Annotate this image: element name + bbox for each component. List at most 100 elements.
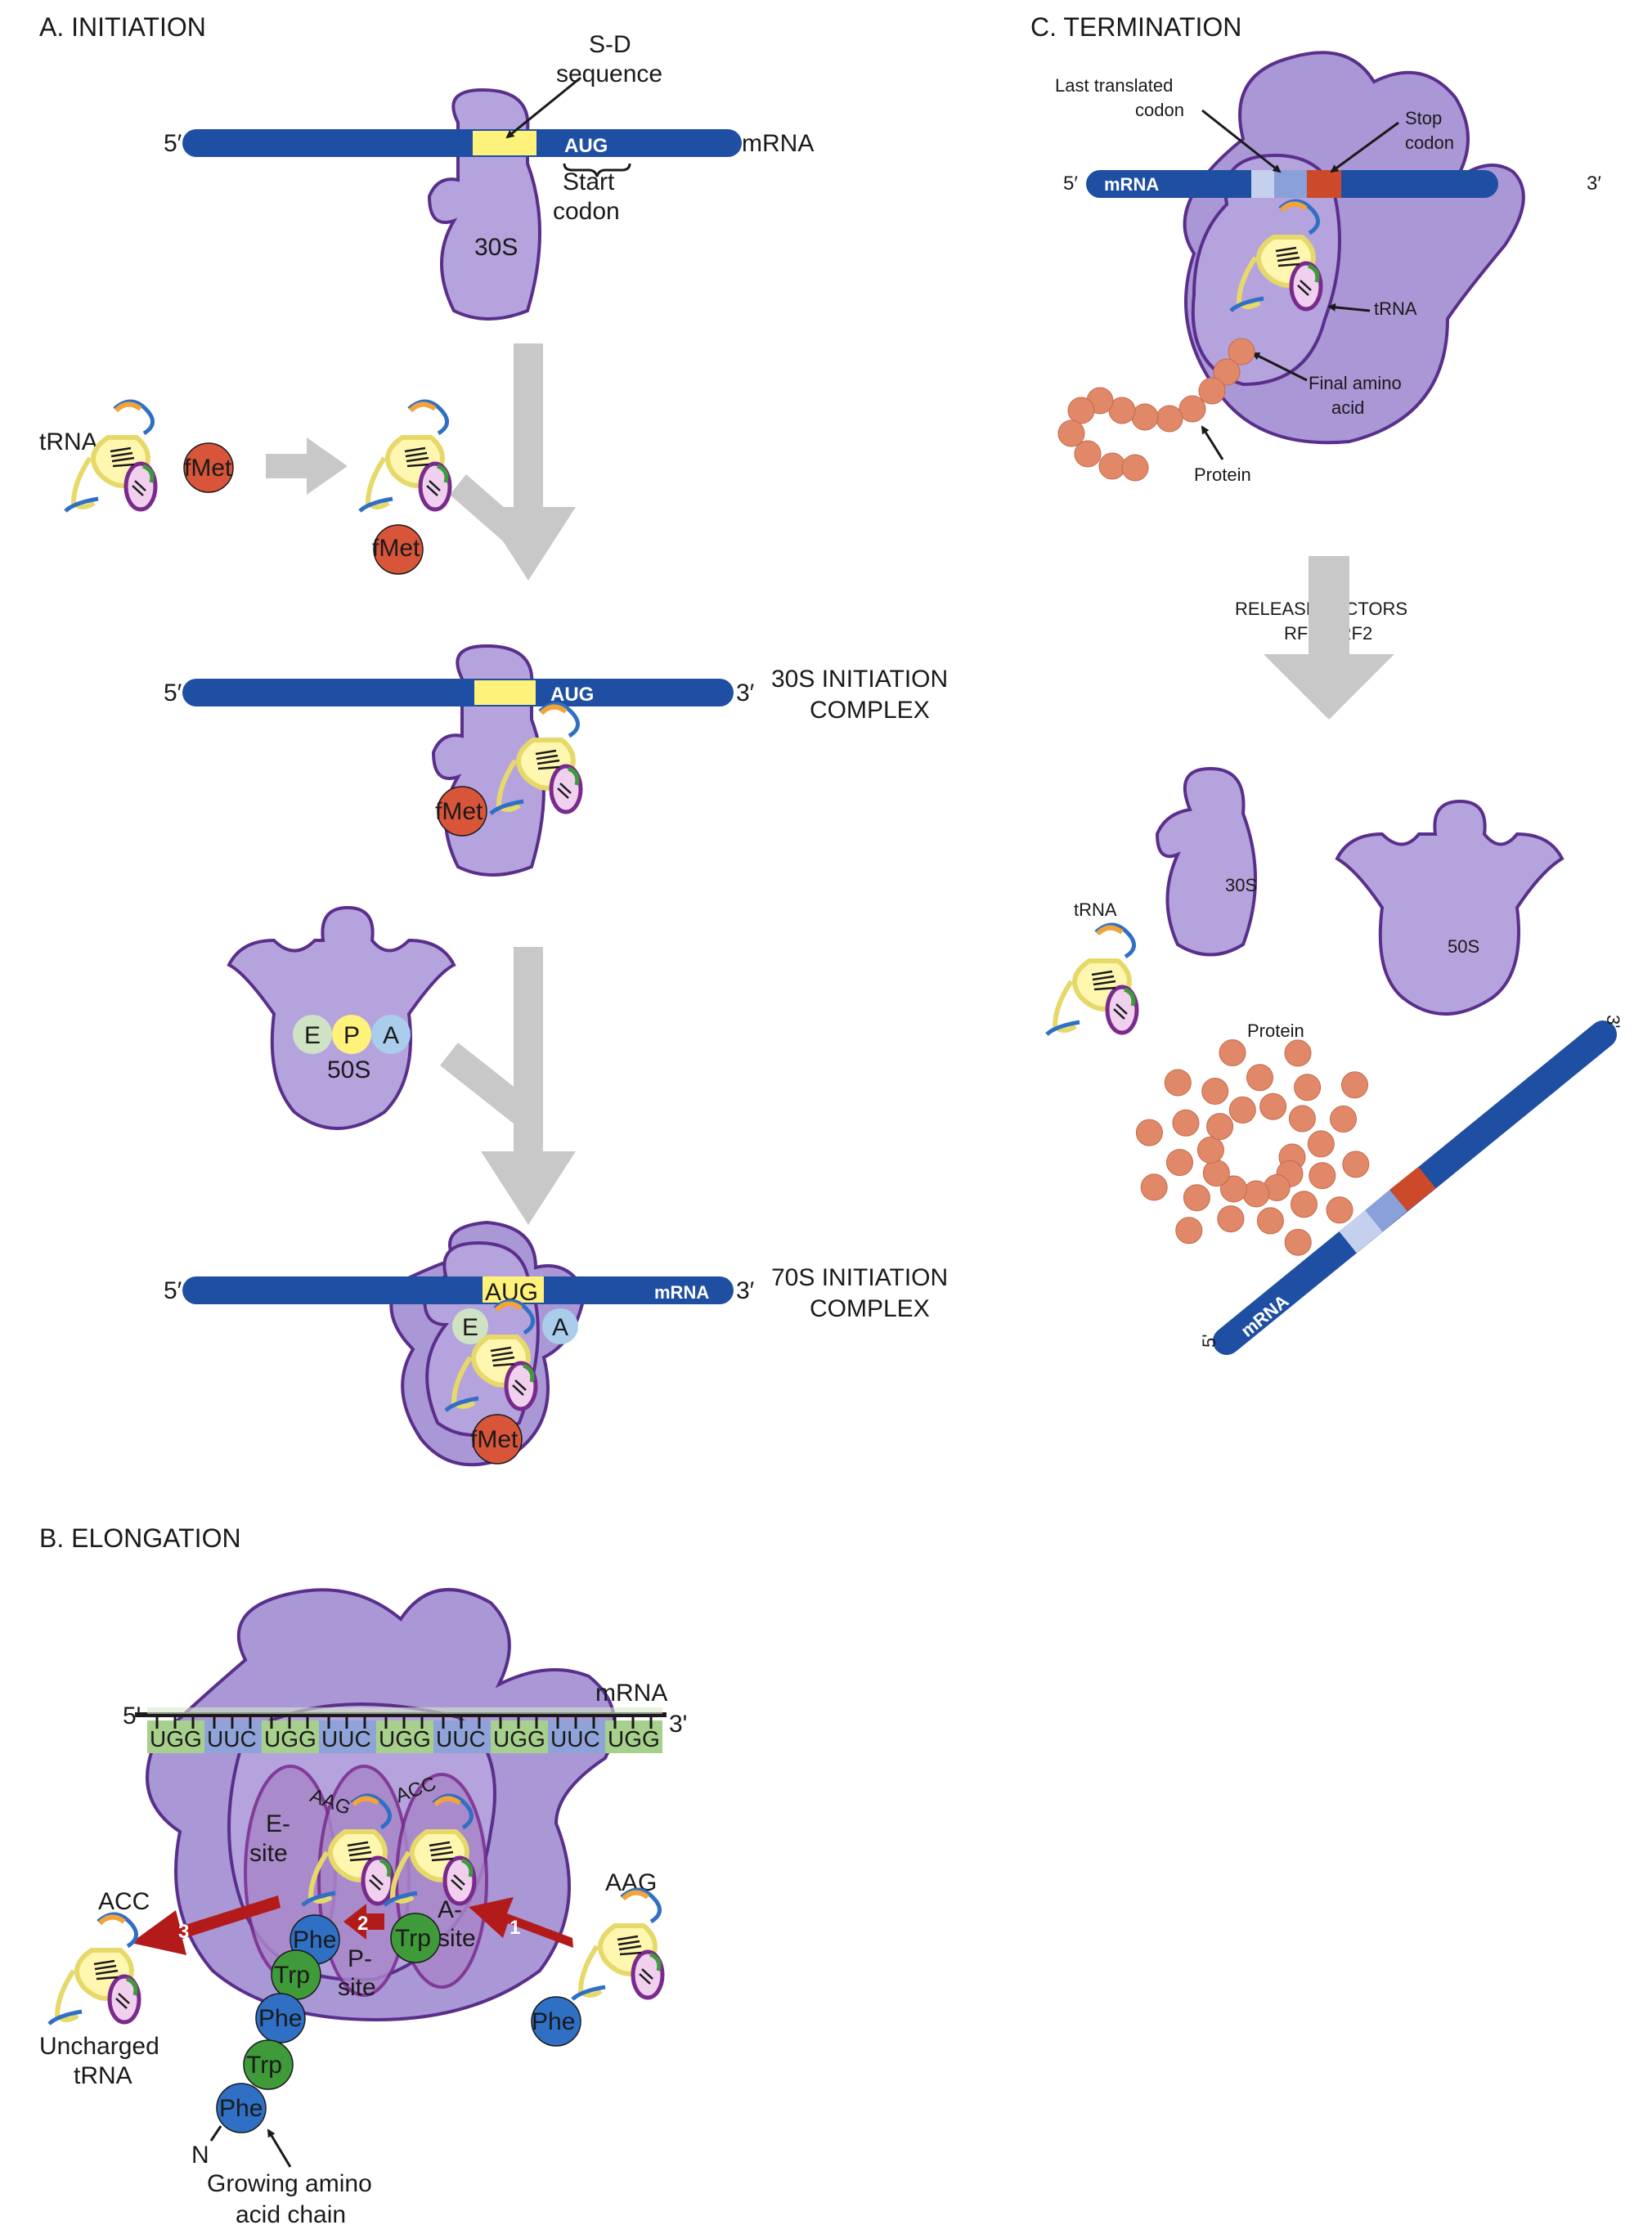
start-label-line2: codon	[553, 198, 620, 225]
stop-label-line2: codon	[1405, 132, 1454, 153]
five-prime-label: 5′	[164, 680, 182, 707]
protein-coil	[1135, 1039, 1370, 1256]
trna-cloverleaf-icon	[572, 1890, 662, 1999]
initiation-heading: A. INITIATION	[39, 12, 206, 42]
p-site-label-line2: site	[338, 1974, 376, 2001]
process-arrow-icon	[481, 343, 576, 581]
codon-rail	[147, 1707, 662, 1714]
protein-bead	[1342, 1151, 1370, 1178]
sd-pointer	[505, 76, 581, 139]
protein-bead	[1098, 452, 1126, 480]
protein-label: Protein	[1194, 464, 1251, 485]
mrna-label: mRNA	[742, 130, 814, 157]
protein-bead	[1242, 1180, 1270, 1208]
codon-text: UGG	[493, 1726, 545, 1752]
subunit-50s-label: 50S	[1448, 936, 1479, 957]
phe-residue	[216, 2083, 267, 2133]
protein-bead	[1166, 1149, 1193, 1177]
codon-text: UUC	[321, 1726, 371, 1752]
protein-bead	[1164, 1069, 1192, 1097]
free-trna-label: tRNA	[1074, 899, 1117, 920]
n-terminus-stub	[209, 2125, 222, 2142]
uncharged-label-line1: Uncharged	[39, 2033, 159, 2060]
protein-pointer	[1201, 425, 1224, 460]
protein-bead	[1294, 1074, 1322, 1101]
final-aa-pointer	[1251, 352, 1308, 382]
three-prime-label: 3'	[669, 1711, 687, 1738]
protein-bead	[1284, 1228, 1312, 1256]
free-three-prime: 3'	[1603, 1015, 1623, 1028]
chain-residue-label: Phe	[293, 1927, 336, 1954]
a-site-label-line2: site	[438, 1925, 476, 1952]
protein-bead	[1284, 1039, 1312, 1067]
trna-cloverleaf-icon	[65, 401, 155, 511]
mrna-label: mRNA	[1104, 174, 1159, 195]
last-codon-label-line2: codon	[1135, 100, 1184, 120]
protein-bead	[1220, 1175, 1247, 1203]
fmet-residue	[183, 442, 234, 493]
fmet-label-complex: fMet	[435, 798, 483, 825]
start-codon-brace	[563, 163, 631, 177]
protein-bead	[1330, 1106, 1357, 1133]
protein-bead	[1259, 1092, 1287, 1120]
initiation-section: A. INITIATION 5′ mRNA AUG S-D sequence S…	[39, 12, 948, 1467]
uncharged-label-line2: tRNA	[74, 2062, 132, 2089]
step2-arrow	[343, 1904, 384, 1940]
codon-text: UUC	[436, 1726, 486, 1752]
protein-bead	[1228, 1096, 1256, 1124]
protein-bead	[1307, 1130, 1335, 1158]
protein-bead	[1057, 419, 1085, 447]
three-prime-label: 3′	[736, 1277, 755, 1304]
codon-text: UUC	[550, 1726, 600, 1752]
fmet-label-70s: fMet	[470, 1426, 518, 1453]
fmet-label-charged: fMet	[372, 535, 420, 562]
a-site-label: A	[383, 1022, 399, 1049]
protein-bead	[1067, 397, 1095, 424]
incoming-phe-label: Phe	[532, 2008, 575, 2035]
subunit-30s-label: 30S	[1225, 875, 1257, 895]
process-arrow-icon	[1264, 556, 1394, 720]
stop-pointer	[1330, 121, 1399, 173]
protein-bead	[1156, 405, 1183, 433]
e-site-label-line2: site	[249, 1840, 288, 1867]
protein-bead	[1246, 1064, 1273, 1092]
trna-cloverleaf-icon	[360, 401, 450, 511]
stop-label-line1: Stop	[1405, 108, 1442, 128]
codon-text: UGG	[150, 1726, 202, 1752]
free-five-prime: 5'	[1199, 1335, 1219, 1348]
a-site-trp-label: Trp	[395, 1925, 431, 1952]
five-prime-label: 5′	[164, 1277, 182, 1304]
protein-bead	[1121, 454, 1149, 482]
charging-arrow	[266, 437, 348, 495]
e-site-label: E	[462, 1314, 478, 1341]
sd-sequence	[474, 680, 536, 705]
codon-text: UGG	[264, 1726, 316, 1752]
codon-text: UGG	[608, 1726, 660, 1752]
protein-bead	[1131, 403, 1159, 431]
sd-label-line1: S-D	[589, 31, 631, 58]
step1-arrow	[469, 1897, 573, 1948]
merge-arrow	[440, 1043, 536, 1127]
process-arrow-icon	[481, 947, 576, 1225]
protein-bead	[1201, 1078, 1229, 1105]
chain-residue-label: Phe	[219, 2095, 263, 2122]
phe-residue	[255, 1993, 306, 2043]
trp-residue	[390, 1913, 441, 1963]
free-protein-label: Protein	[1247, 1021, 1304, 1041]
chain-residue-label: Trp	[274, 1962, 310, 1989]
e-site	[452, 1308, 488, 1344]
a-site-label-line1: A-	[438, 1896, 462, 1923]
step1-label: 1	[510, 1917, 520, 1939]
trna-label: tRNA	[39, 428, 98, 455]
last-translated-codon	[1274, 170, 1307, 198]
protein-bead	[1213, 358, 1241, 386]
three-prime-label: 3′	[736, 680, 755, 707]
last-codon-light	[1251, 170, 1274, 198]
ribosome-50s-icon	[1335, 799, 1564, 1016]
out-anticodon: ACC	[98, 1888, 150, 1915]
final-aa-label-line2: acid	[1331, 397, 1364, 418]
a-site-label: A	[552, 1314, 568, 1341]
